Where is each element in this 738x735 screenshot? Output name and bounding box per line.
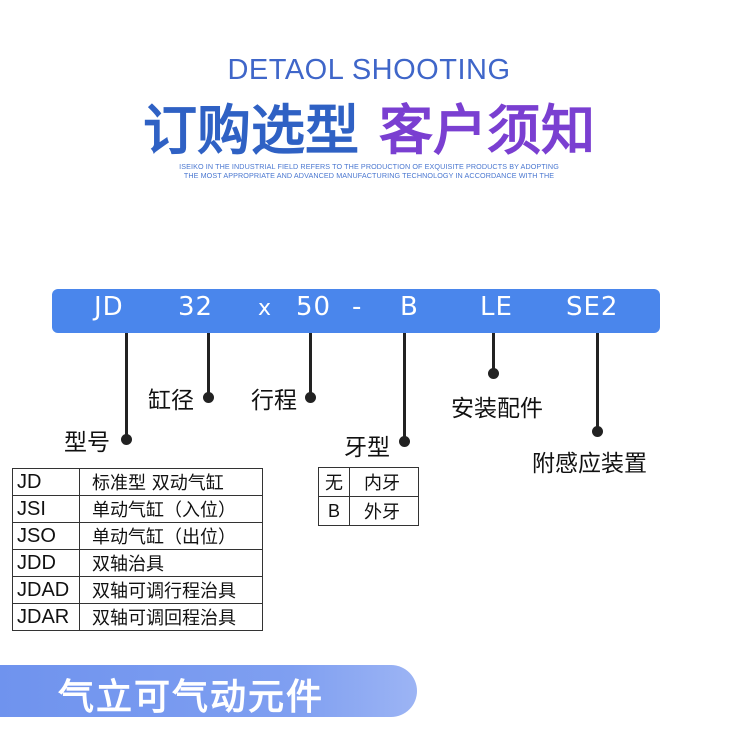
mount-leader-dot xyxy=(488,368,499,379)
table-row: B 外牙 xyxy=(318,496,419,526)
model-leader-dot xyxy=(121,434,132,445)
model-desc-cell: 双轴治具 xyxy=(79,549,263,577)
mount-leader-line xyxy=(492,333,495,373)
label-stroke: 行程 xyxy=(251,388,297,414)
label-bore: 缸径 xyxy=(148,388,194,414)
description-line-1: ISEIKO IN THE INDUSTRIAL FIELD REFERS TO… xyxy=(179,162,559,171)
thread-code-cell: 无 xyxy=(318,467,350,497)
model-code-bar xyxy=(52,289,660,333)
model-desc-cell: 单动气缸（入位） xyxy=(79,495,263,523)
model-code-cell: JD xyxy=(12,468,80,496)
brand-banner-text: 气立可气动元件 xyxy=(58,677,325,718)
table-row: JDAD 双轴可调行程治具 xyxy=(12,576,263,604)
model-code-cell: JDD xyxy=(12,549,80,577)
model-desc-cell: 双轴可调回程治具 xyxy=(79,603,263,631)
stroke-leader-line xyxy=(309,333,312,397)
table-row: JSO 单动气缸（出位） xyxy=(12,522,263,550)
model-code-cell: JSI xyxy=(12,495,80,523)
label-model: 型号 xyxy=(64,430,110,456)
chinese-title-part1: 订购选型 xyxy=(143,99,359,162)
table-row: JDD 双轴治具 xyxy=(12,549,263,577)
table-row: JD 标准型 双动气缸 xyxy=(12,468,263,496)
brand-banner xyxy=(0,665,417,717)
thread-table: 无 内牙 B 外牙 xyxy=(318,467,419,526)
model-desc-cell: 双轴可调行程治具 xyxy=(79,576,263,604)
thread-desc-cell: 外牙 xyxy=(349,496,419,526)
thread-leader-dot xyxy=(399,436,410,447)
chinese-title: 订购选型客户须知 xyxy=(0,86,738,165)
code-model: JD xyxy=(94,292,124,322)
table-row: JDAR 双轴可调回程治具 xyxy=(12,603,263,631)
label-mount: 安装配件 xyxy=(451,396,543,422)
model-code-cell: JDAR xyxy=(12,603,80,631)
thread-leader-line xyxy=(403,333,406,441)
model-leader-line xyxy=(125,333,128,439)
code-stroke: 50 xyxy=(296,292,332,322)
model-code-cell: JSO xyxy=(12,522,80,550)
label-sensor: 附感应装置 xyxy=(532,451,647,477)
chinese-title-part2: 客户须知 xyxy=(379,99,595,162)
table-row: 无 内牙 xyxy=(318,467,419,497)
description-line-2: THE MOST APPROPRIATE AND ADVANCED MANUFA… xyxy=(183,171,555,180)
stroke-leader-dot xyxy=(305,392,316,403)
label-thread: 牙型 xyxy=(344,435,390,461)
bore-leader-dot xyxy=(203,392,214,403)
english-title: DETAOL SHOOTING xyxy=(227,54,511,86)
sensor-leader-line xyxy=(596,333,599,431)
sensor-leader-dot xyxy=(592,426,603,437)
code-dash: - xyxy=(352,292,363,322)
model-table: JD 标准型 双动气缸 JSI 单动气缸（入位） JSO 单动气缸（出位） JD… xyxy=(12,468,263,631)
bore-leader-line xyxy=(207,333,210,397)
code-mount: LE xyxy=(480,292,513,322)
thread-code-cell: B xyxy=(318,496,350,526)
code-bore: 32 xyxy=(178,292,214,322)
code-thread: B xyxy=(400,292,419,322)
thread-desc-cell: 内牙 xyxy=(349,467,419,497)
model-desc-cell: 单动气缸（出位） xyxy=(79,522,263,550)
code-x: x xyxy=(258,296,273,321)
table-row: JSI 单动气缸（入位） xyxy=(12,495,263,523)
model-code-cell: JDAD xyxy=(12,576,80,604)
model-desc-cell: 标准型 双动气缸 xyxy=(79,468,263,496)
code-sensor: SE2 xyxy=(566,292,619,322)
